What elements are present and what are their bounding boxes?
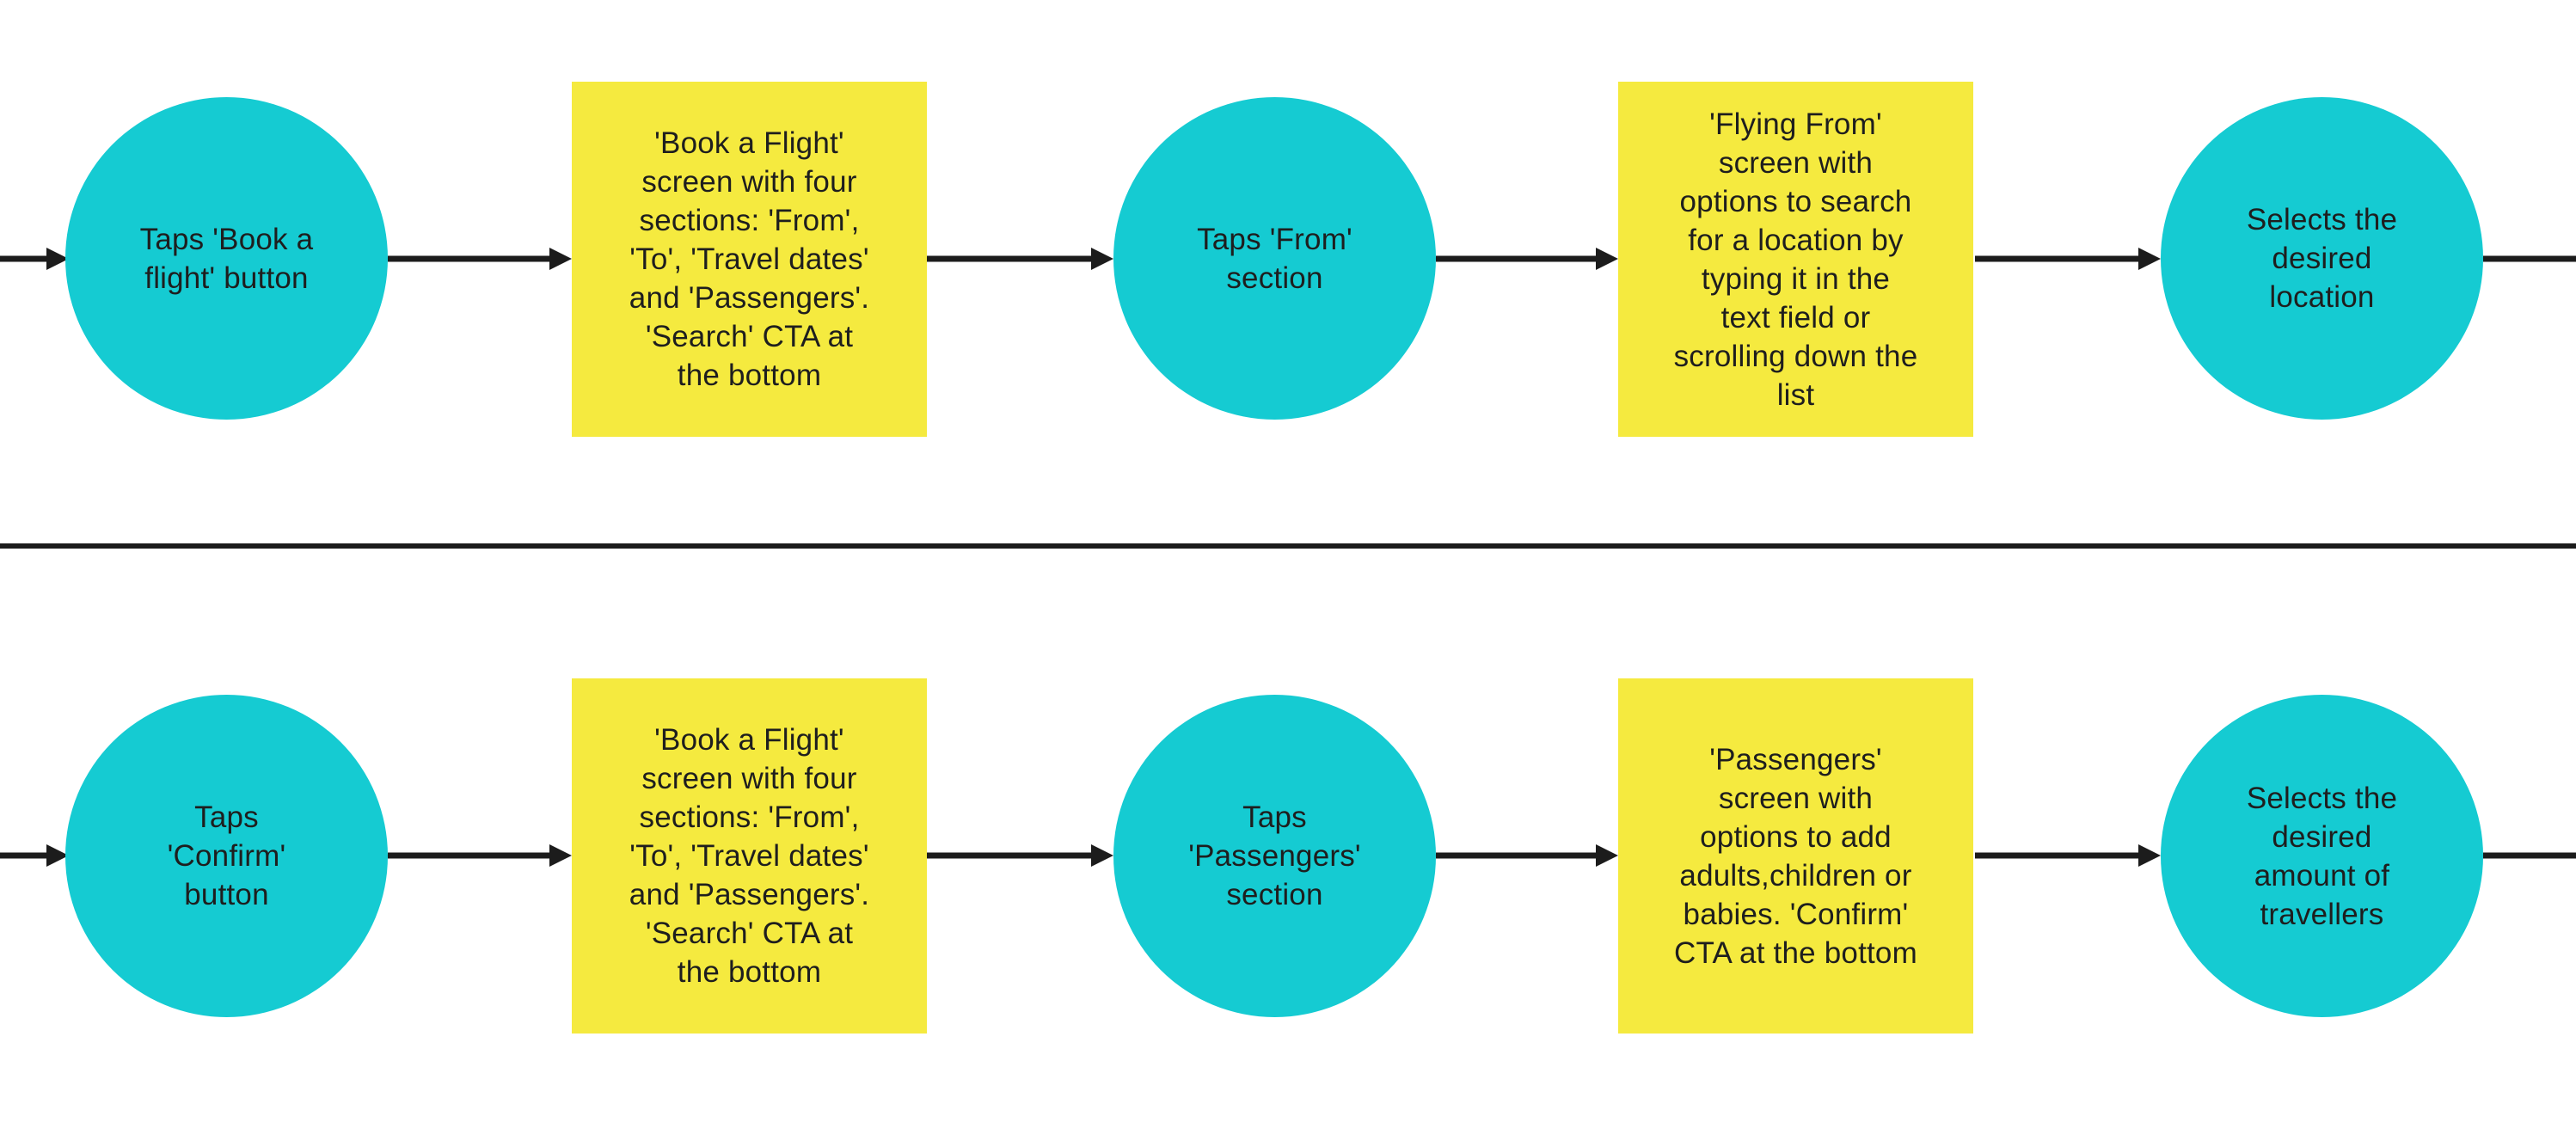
step-taps-confirm: Taps 'Confirm' button [65, 695, 388, 1017]
arrow-shaft [0, 852, 52, 859]
flow-arrow [1975, 248, 2161, 270]
screen-flying-from: 'Flying From' screen with options to sea… [1618, 82, 1973, 437]
flow-line-exit [2483, 248, 2576, 270]
step-label: Taps 'Book a flight' button [139, 222, 314, 295]
arrowhead-icon [1091, 844, 1113, 867]
arrow-shaft [1436, 852, 1601, 859]
step-label: Taps 'Confirm' button [167, 800, 286, 911]
step-taps-passengers: Taps 'Passengers' section [1113, 695, 1436, 1017]
arrow-shaft [927, 255, 1096, 262]
step-taps-from: Taps 'From' section [1113, 97, 1436, 420]
arrow-shaft [1975, 852, 2144, 859]
screen-label: 'Passengers' screen with options to add … [1674, 742, 1917, 970]
flow-arrow [1436, 248, 1618, 270]
step-label: Taps 'From' section [1197, 222, 1352, 295]
arrowhead-icon [2138, 844, 2161, 867]
step-label: Selects the desired amount of travellers [2246, 781, 2398, 931]
arrowhead-icon [1091, 248, 1113, 270]
flow-arrow [1975, 844, 2161, 867]
flow-arrow [388, 248, 572, 270]
step-selects-travellers: Selects the desired amount of travellers [2161, 695, 2483, 1017]
arrowhead-icon [549, 248, 572, 270]
flow-arrow [1436, 844, 1618, 867]
arrow-shaft [1436, 255, 1601, 262]
flow-arrow [388, 844, 572, 867]
flow-arrow-entry [0, 248, 69, 270]
arrow-shaft [388, 255, 555, 262]
arrowhead-icon [1596, 248, 1618, 270]
step-label: Taps 'Passengers' section [1188, 800, 1361, 911]
arrow-shaft [388, 852, 555, 859]
arrowhead-icon [46, 248, 69, 270]
screen-label: 'Book a Flight' screen with four section… [629, 723, 870, 989]
flow-line-exit [2483, 844, 2576, 867]
flow-arrow [927, 844, 1113, 867]
step-label: Selects the desired location [2246, 203, 2398, 314]
row-divider-line [0, 543, 2576, 549]
flow-arrow-entry [0, 844, 69, 867]
step-selects-location: Selects the desired location [2161, 97, 2483, 420]
screen-book-a-flight: 'Book a Flight' screen with four section… [572, 82, 927, 437]
screen-label: 'Book a Flight' screen with four section… [629, 126, 870, 392]
arrowhead-icon [549, 844, 572, 867]
flow-arrow [927, 248, 1113, 270]
arrowhead-icon [2138, 248, 2161, 270]
screen-book-a-flight-2: 'Book a Flight' screen with four section… [572, 678, 927, 1034]
screen-passengers: 'Passengers' screen with options to add … [1618, 678, 1973, 1034]
arrow-shaft [0, 255, 52, 262]
screen-label: 'Flying From' screen with options to sea… [1673, 107, 1918, 412]
arrowhead-icon [1596, 844, 1618, 867]
arrow-shaft [2483, 852, 2576, 859]
arrow-shaft [1975, 255, 2144, 262]
arrow-shaft [927, 852, 1096, 859]
arrow-shaft [2483, 255, 2576, 262]
step-taps-book-a-flight: Taps 'Book a flight' button [65, 97, 388, 420]
arrowhead-icon [46, 844, 69, 867]
